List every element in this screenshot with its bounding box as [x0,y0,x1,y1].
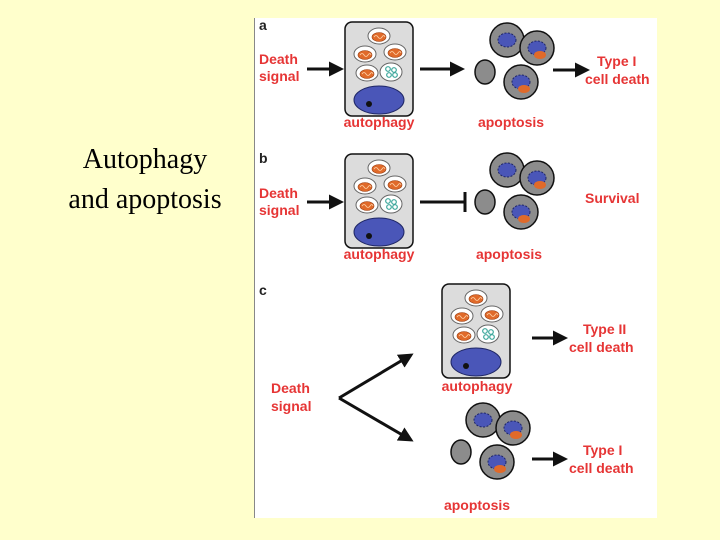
panel-b: b Death signal autophagy apoptosis Survi… [259,150,639,262]
panel-a-apoptosis-label: apoptosis [478,114,544,130]
panel-b-death-signal-line-1: Death [259,185,298,201]
panel-b-outcome: Survival [585,190,639,206]
panel-b-apoptotic-bodies [474,152,555,230]
panel-c: c Death signal autophagy Type II cell de… [259,282,634,513]
panel-b-apoptosis-label: apoptosis [476,246,542,262]
panel-b-letter: b [259,150,268,166]
panel-c-apoptosis-label: apoptosis [444,497,510,513]
panel-a-autophagic-cell [345,22,413,116]
panel-b-autophagic-cell [345,154,413,248]
panel-c-apoptosis-outcome-line-1: Type I [583,442,622,458]
panel-b-death-signal-line-2: signal [259,202,299,218]
panel-c-upper-branch-arrow [338,353,414,400]
panel-a-apoptotic-bodies [474,22,555,100]
panel-b-autophagy-label: autophagy [344,246,415,262]
slide-title-line-1: Autophagy [82,144,208,175]
panel-a-death-signal-line-2: signal [259,68,299,84]
panel-c-apoptosis-outcome-line-2: cell death [569,460,634,476]
panel-c-death-signal-line-2: signal [271,398,311,414]
panel-a-letter: a [259,18,267,33]
figure-svg: a Death signal autophagy apoptosis Type … [259,18,650,513]
slide-title-line-2: and apoptosis [68,184,222,215]
slide-title: Autophagy and apoptosis [40,140,250,220]
autophagy-apoptosis-figure: a Death signal autophagy apoptosis Type … [254,18,657,518]
panel-a: a Death signal autophagy apoptosis Type … [259,18,650,130]
panel-a-outcome-line-2: cell death [585,71,650,87]
panel-c-lower-branch-arrow [338,396,414,442]
panel-c-apoptotic-bodies [450,402,531,480]
panel-c-death-signal-line-1: Death [271,380,310,396]
panel-c-autophagy-outcome-line-2: cell death [569,339,634,355]
panel-c-autophagic-cell [442,284,510,378]
panel-c-autophagy-label: autophagy [442,378,513,394]
panel-c-autophagy-outcome-line-1: Type II [583,321,626,337]
panel-c-letter: c [259,282,267,298]
panel-a-outcome-line-1: Type I [597,53,636,69]
panel-a-autophagy-label: autophagy [344,114,415,130]
panel-a-death-signal-line-1: Death [259,51,298,67]
